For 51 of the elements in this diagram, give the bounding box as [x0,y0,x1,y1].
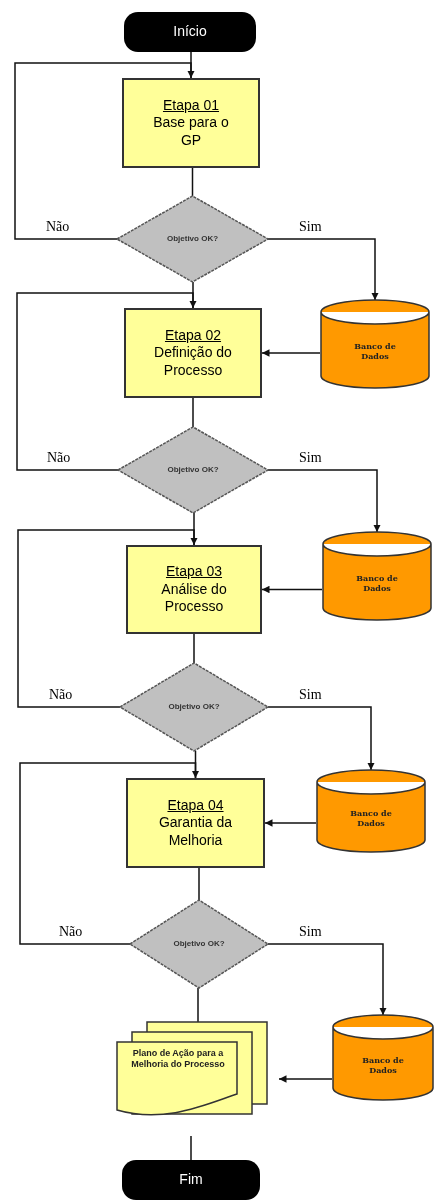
terminal-pill [124,12,256,52]
decision-label: Objetivo OK? [166,234,219,244]
arrow [17,529,198,708]
arrow [14,62,195,240]
decision-diamond [118,427,268,513]
database-cylinder [320,300,430,388]
arrow [19,762,200,945]
arrow [264,819,317,827]
connector-line [192,397,194,428]
decision-label: Objetivo OK? [168,702,220,712]
document-label: Plano de Ação para a Melhoria do Processo [130,1048,226,1071]
decision-label: Objetivo OK? [167,465,219,475]
connector-line [198,867,200,901]
arrow [261,585,323,594]
terminal-label: Fim [179,1171,203,1189]
arrow [267,706,375,771]
arrow [261,349,321,357]
decision-diamond [130,900,268,988]
process-box [124,308,262,398]
database-cylinder [322,532,432,620]
database-label: Banco de Dados [353,341,397,361]
step-title: Garantia da Melhoria [157,814,234,850]
step-title: Análise do Processo [160,580,228,616]
database-label: Banco de Dados [361,1054,405,1075]
process-box [126,778,265,868]
database-cylinder [316,770,426,852]
connector-line [197,987,199,1023]
process-box [122,78,260,168]
step-title: Definição do Processo [153,344,233,380]
arrow [16,292,197,471]
step-heading: Etapa 01 [162,96,220,115]
terminal-label: Início [173,23,207,41]
connector-line [193,633,195,664]
step-heading: Etapa 04 [167,796,224,815]
step-heading: Etapa 03 [165,563,223,581]
database-label: Banco de Dados [349,808,393,828]
arrow [267,238,379,301]
arrow [278,1075,333,1083]
decision-label: Objetivo OK? [173,939,225,949]
decision-diamond [120,663,268,751]
arrow [267,943,387,1016]
connector-line [191,167,194,197]
connector-line [190,1135,192,1161]
step-title: Base para o GP [152,114,230,150]
step-heading: Etapa 02 [164,326,222,345]
database-label: Banco de Dados [355,573,399,593]
database-cylinder [332,1015,434,1100]
terminal-pill [122,1160,260,1200]
arrow [267,469,381,533]
process-box [126,545,262,634]
decision-diamond [117,196,268,282]
